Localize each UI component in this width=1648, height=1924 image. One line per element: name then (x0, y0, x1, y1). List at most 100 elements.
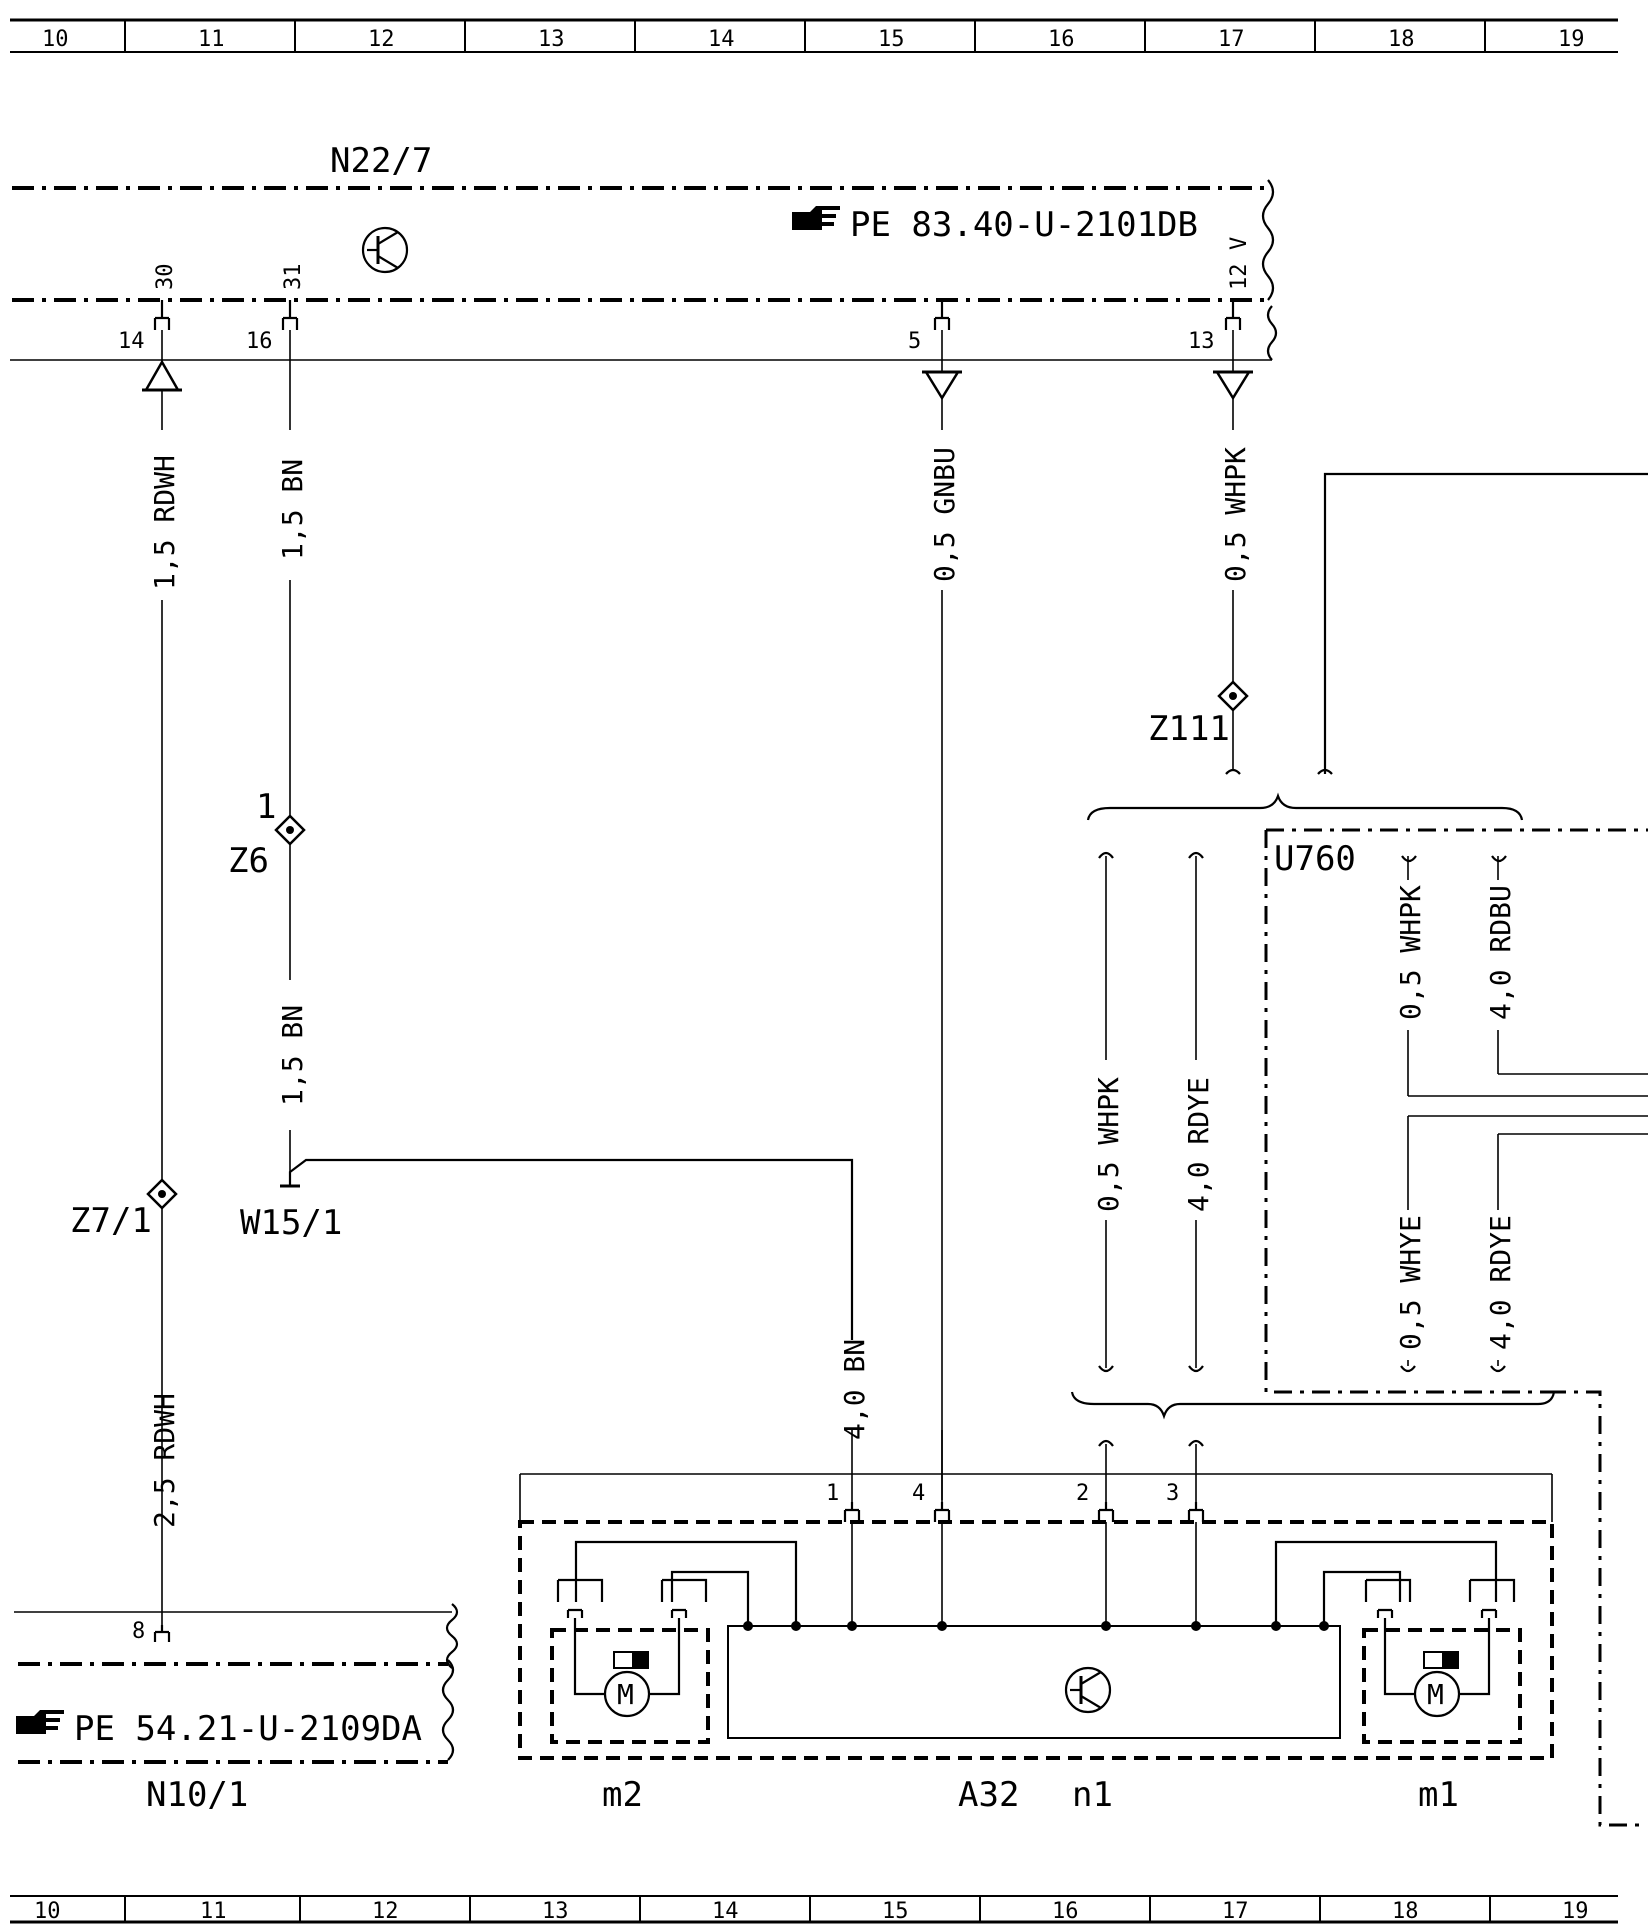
grid-top-16: 16 (1048, 27, 1075, 52)
grid-bottom-12: 12 (372, 1899, 399, 1924)
connector-5 (933, 300, 951, 330)
grid-bottom-15: 15 (882, 1899, 909, 1924)
splice-z6-label: Z6 (228, 841, 269, 881)
component-n22-7: N22/7 PE 83.40-U-2101DB 30 31 12 V (12, 141, 1275, 302)
wire-break-rdye-top (1188, 851, 1204, 859)
m1-motor-box (1362, 1628, 1522, 1744)
wire-label-1-5-rdwh: 1,5 RDWH (148, 455, 181, 590)
wire-label-4-0-rdye-mid: 4,0 RDYE (1182, 1077, 1215, 1212)
a32-connector-2 (1097, 1502, 1115, 1522)
wire-label-1-5-bn-lower: 1,5 BN (276, 1005, 309, 1106)
grid-top-18: 18 (1388, 27, 1415, 52)
wire-gnbu-column: 0,5 GNBU (922, 330, 962, 1500)
ground-arrow-down-icon-2 (1214, 370, 1252, 401)
pin-14-label: 14 (118, 329, 145, 354)
wire-break-right-feed (1317, 768, 1333, 775)
m2-motor-glyph: M (617, 1678, 634, 1711)
m1-motor-glyph: M (1427, 1678, 1444, 1711)
n10-1-connector-8 (153, 1625, 171, 1642)
wire-label-1-5-bn-upper: 1,5 BN (276, 459, 309, 560)
grid-top-13: 13 (538, 27, 565, 52)
n10-1-reference: PE 54.21-U-2109DA (74, 1709, 422, 1749)
n22-7-reference: PE 83.40-U-2101DB (850, 205, 1198, 245)
wire-right-feed (1323, 472, 1648, 774)
harness-brace-lower (1070, 1391, 1556, 1420)
grid-bottom-19: 19 (1562, 1899, 1589, 1924)
grid-bottom-11: 11 (200, 1899, 227, 1924)
wire-label-0-5-whpk-u760: 0,5 WHPK (1394, 885, 1427, 1020)
wire-label-2-5-rdwh: 2,5 RDWH (148, 1393, 181, 1528)
wire-label-4-0-bn: 4,0 BN (838, 1339, 871, 1440)
grid-top-19: 19 (1558, 27, 1585, 52)
wire-label-0-5-whpk-top: 0,5 WHPK (1219, 447, 1252, 582)
grid-bottom-14: 14 (712, 1899, 739, 1924)
grid-bottom-18: 18 (1392, 1899, 1419, 1924)
m1-label: m1 (1418, 1775, 1459, 1815)
grid-top-14: 14 (708, 27, 735, 52)
n10-1-pin-8: 8 (132, 1619, 145, 1644)
component-u760: U760 0,5 WHPK 4,0 RDBU 0,5 WHYE 4,0 RDYE (1264, 828, 1648, 1827)
wire-break-z111 (1225, 768, 1241, 775)
wire-break-whpk-bot (1098, 1365, 1114, 1373)
n22-7-label: N22/7 (330, 141, 432, 181)
pin-5-label: 5 (908, 329, 921, 354)
ground-w15-1-label: W15/1 (240, 1203, 342, 1243)
connector-14 (153, 300, 171, 330)
pin-16-label: 16 (246, 329, 273, 354)
grid-ruler-bottom: 10 11 12 13 14 15 16 17 18 19 (10, 1895, 1618, 1924)
a32-connector-3 (1187, 1502, 1205, 1522)
a32-label: A32 (958, 1775, 1019, 1815)
hand-pointer-icon (792, 206, 840, 230)
n22-7-connector-break (1266, 305, 1278, 361)
pin-30-label: 30 (153, 264, 178, 291)
connector-13 (1224, 300, 1242, 330)
grid-top-17: 17 (1218, 27, 1245, 52)
grid-bottom-17: 17 (1222, 1899, 1249, 1924)
wire-break-u760-whye (1400, 1365, 1416, 1373)
wire-rdwh-column: 1,5 RDWH 2,5 RDWH Z7/1 (70, 330, 182, 1625)
splice-z111-label: Z111 (1148, 709, 1230, 749)
wire-break-whpk-top (1098, 851, 1114, 859)
n1-control-unit (727, 1625, 1341, 1739)
splice-z6-pin: 1 (256, 787, 276, 827)
grid-bottom-16: 16 (1052, 1899, 1079, 1924)
n22-7-connectors: 14 16 5 13 (118, 300, 1242, 354)
grid-bottom-10: 10 (34, 1899, 61, 1924)
wire-break-rdye-bot (1188, 1365, 1204, 1373)
a32-pin-3: 3 (1166, 1481, 1179, 1506)
wire-break-a32-2 (1098, 1439, 1114, 1447)
pin-12-label: 12 (1227, 264, 1252, 291)
wire-label-4-0-rdye-u760: 4,0 RDYE (1484, 1215, 1517, 1350)
ground-arrow-up-icon (143, 359, 181, 392)
wire-break-u760-rdye (1490, 1365, 1506, 1373)
wire-whpk-column: 0,5 WHPK Z111 (1148, 330, 1253, 775)
wire-label-0-5-whpk-mid: 0,5 WHPK (1092, 1077, 1125, 1212)
component-n10-1: 8 PE 54.21-U-2109DA N10/1 (14, 1603, 459, 1815)
n1-transistor-icon (1064, 1666, 1112, 1714)
a32-pin-1: 1 (826, 1481, 839, 1506)
n22-7-break-edge (1261, 179, 1275, 301)
ground-arrow-down-icon (923, 370, 961, 401)
a32-pin-2: 2 (1076, 1481, 1089, 1506)
pin-13-label: 13 (1188, 329, 1215, 354)
wire-w15-to-a32 (288, 1158, 854, 1430)
component-a32: 1 4 2 3 M (518, 1430, 1554, 1815)
grid-top-15: 15 (878, 27, 905, 52)
grid-top-11: 11 (198, 27, 225, 52)
splice-z7-1-label: Z7/1 (70, 1201, 152, 1241)
grid-ruler-top: 10 11 12 13 14 15 16 17 18 19 (10, 18, 1618, 53)
a32-pin-4: 4 (912, 1481, 925, 1506)
m2-motor-icon (603, 1670, 651, 1718)
pin-v-label: V (1227, 237, 1252, 250)
u760-label: U760 (1274, 839, 1356, 879)
a32-connector-1 (843, 1502, 861, 1522)
wire-break-u760-rdbu (1491, 855, 1507, 863)
grid-top-10: 10 (42, 27, 69, 52)
harness-wires-middle: 0,5 WHPK 4,0 RDYE (1090, 851, 1215, 1373)
m2-label: m2 (602, 1775, 643, 1815)
wire-break-u760-whpk (1401, 855, 1417, 863)
wire-label-0-5-whye: 0,5 WHYE (1394, 1215, 1427, 1350)
grid-bottom-13: 13 (542, 1899, 569, 1924)
hand-pointer-icon-2 (16, 1710, 64, 1734)
